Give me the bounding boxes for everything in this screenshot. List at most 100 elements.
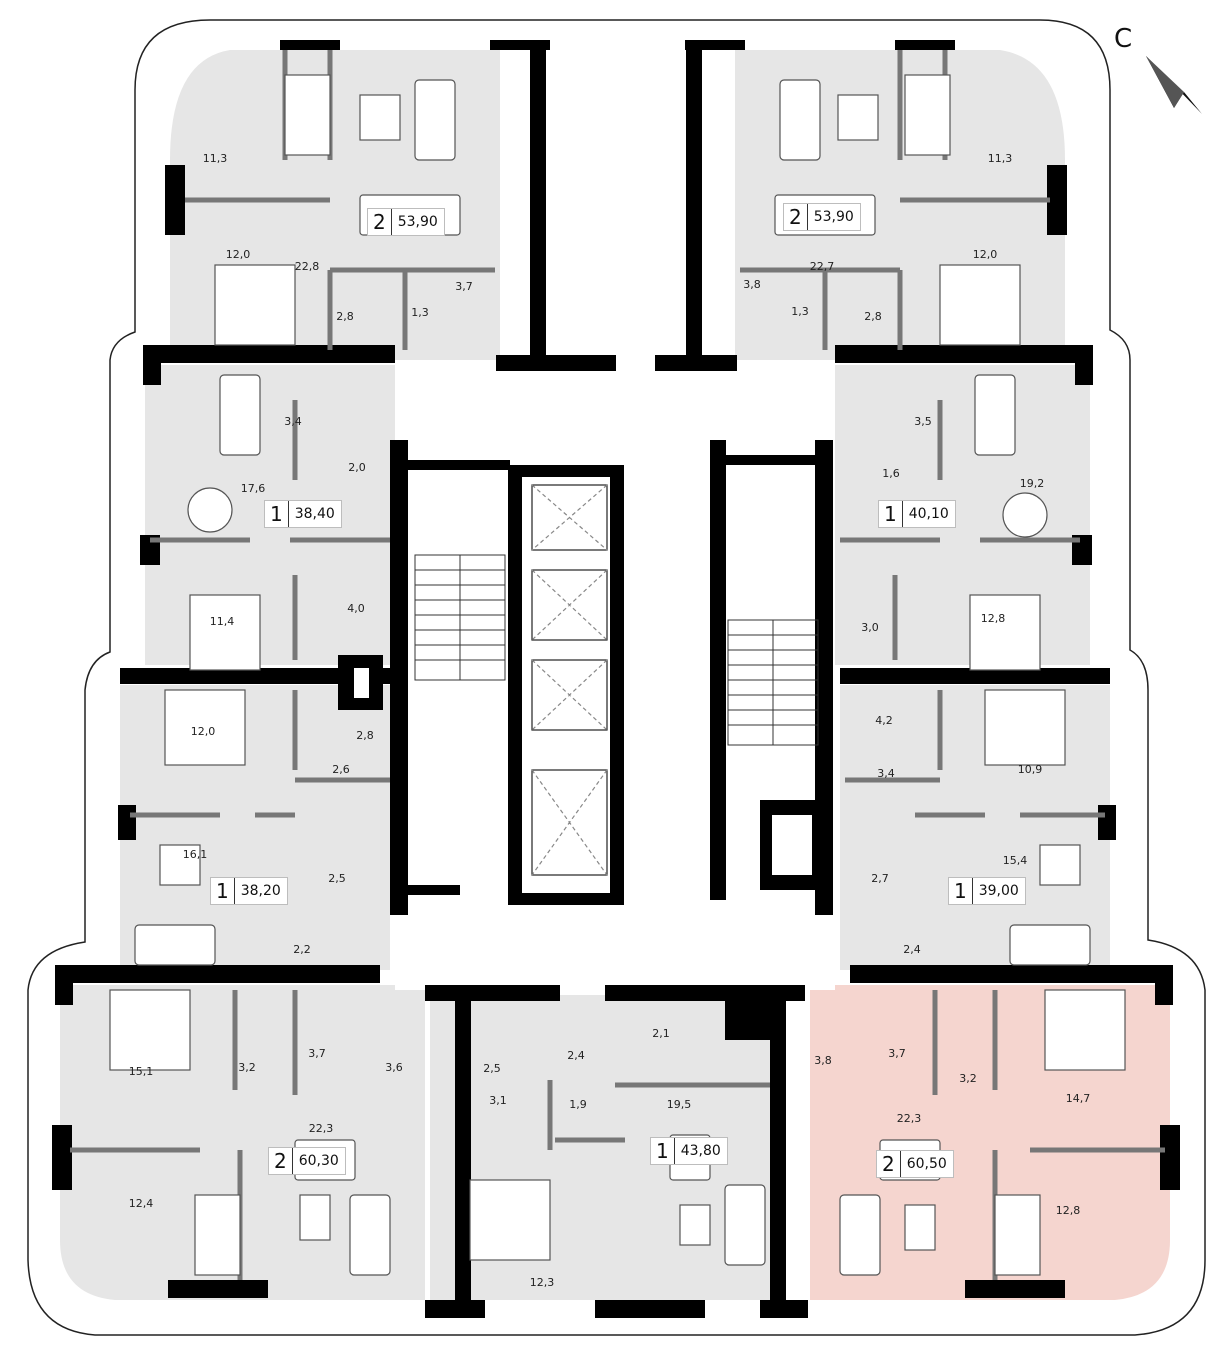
room-area-label: 11,4 [210,615,235,628]
room-area-label: 11,3 [203,152,228,165]
apartment-total-area: 60,50 [906,1156,947,1172]
table [299,1194,331,1241]
room-area-label: 2,8 [336,310,354,323]
sofa [134,924,216,966]
room-area-label: 2,2 [293,943,311,956]
room-area-label: 2,4 [903,943,921,956]
room-area-label: 2,5 [328,872,346,885]
room-area-label: 15,1 [129,1065,154,1078]
table [837,94,879,141]
bed [214,264,296,346]
apartment-room-count: 1 [211,878,235,904]
room-area-label: 1,9 [569,1098,587,1111]
sofa [1009,924,1091,966]
room-area-label: 11,3 [988,152,1013,165]
apartment-total-area: 60,30 [298,1153,339,1169]
apartment-room-count: 1 [879,501,903,527]
room-area-label: 3,7 [308,1047,326,1060]
apartment-total-area: 53,90 [813,209,854,225]
table [1039,844,1081,886]
room-area-label: 2,4 [567,1049,585,1062]
room-area-label: 15,4 [1003,854,1028,867]
sofa [779,79,821,161]
bed [1044,989,1126,1071]
bed [939,264,1021,346]
table [359,94,401,141]
room-area-label: 22,8 [295,260,320,273]
room-area-label: 2,8 [356,729,374,742]
apartment-total-area: 43,80 [680,1143,721,1159]
bed [984,689,1066,766]
room-area-label: 3,6 [385,1061,403,1074]
sofa [414,79,456,161]
room-area-label: 12,8 [981,612,1006,625]
core-interiors [354,668,812,875]
room-area-label: 3,7 [455,280,473,293]
north-arrow-icon [1146,56,1202,114]
room-area-label: 2,1 [652,1027,670,1040]
room-area-label: 3,4 [877,767,895,780]
room-area-label: 3,8 [814,1054,832,1067]
bed [994,1194,1041,1276]
sofa [219,374,261,456]
table [159,844,201,886]
apartment-room-count: 2 [269,1148,293,1174]
room-area-label: 2,6 [332,763,350,776]
bed [189,594,261,671]
sofa [724,1184,766,1266]
room-area-label: 3,4 [284,415,302,428]
room-area-label: 1,3 [411,306,429,319]
building-outline [27,19,1206,1336]
room-area-label: 3,5 [914,415,932,428]
sofa [839,1194,881,1276]
room-area-label: 2,8 [864,310,882,323]
apartment-room-count: 2 [784,204,808,230]
apartment-room-count: 1 [949,878,973,904]
room-area-label: 12,3 [530,1276,555,1289]
room-area-label: 17,6 [241,482,266,495]
room-area-label: 22,3 [309,1122,334,1135]
sofa [349,1194,391,1276]
room-area-label: 1,6 [882,467,900,480]
apartment-room-count: 2 [877,1151,901,1177]
room-area-label: 22,3 [897,1112,922,1125]
room-area-label: 1,3 [791,305,809,318]
bed [194,1194,241,1276]
room-area-label: 16,1 [183,848,208,861]
room-area-label: 19,5 [667,1098,692,1111]
room-area-label: 3,2 [959,1072,977,1085]
room-area-label: 3,8 [743,278,761,291]
bed [164,689,246,766]
bed [284,74,331,156]
room-area-label: 12,4 [129,1197,154,1210]
compass-letter: С [1114,24,1133,54]
core-walls [338,50,833,1300]
exterior-walls [52,40,1180,1318]
room-area-label: 3,2 [238,1061,256,1074]
elevators [531,484,608,876]
apartment-room-count: 1 [265,501,289,527]
room-area-label: 4,0 [347,602,365,615]
apartment-upper-right [835,365,1090,665]
room-area-label: 19,2 [1020,477,1045,490]
apartment-total-area: 38,20 [240,883,281,899]
apartment-room-count: 1 [651,1138,675,1164]
room-area-label: 4,2 [875,714,893,727]
table [904,1204,936,1251]
bed [904,74,951,156]
room-area-label: 3,1 [489,1094,507,1107]
sofa [974,374,1016,456]
room-area-label: 10,9 [1018,763,1043,776]
room-area-label: 14,7 [1066,1092,1091,1105]
apartment-total-area: 39,00 [978,883,1019,899]
compass: С [1114,24,1204,120]
